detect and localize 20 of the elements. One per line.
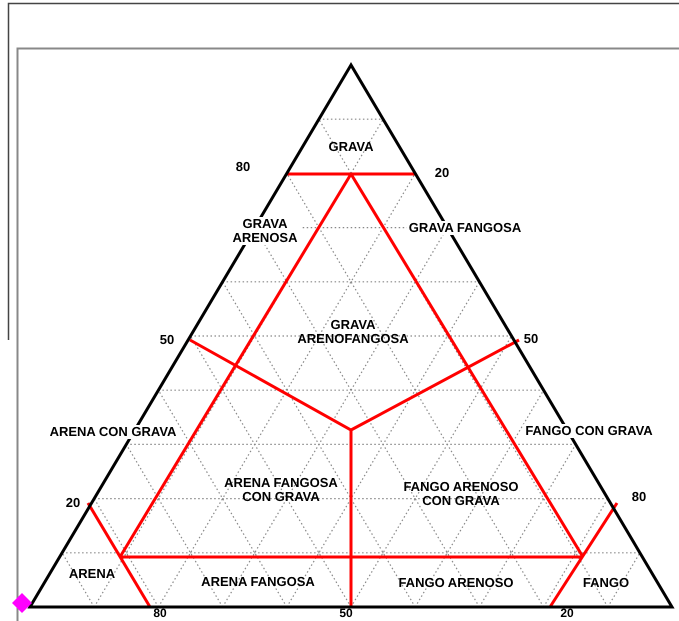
class-label: ARENA CON GRAVA <box>48 425 178 439</box>
class-label: FANGO ARENOSO <box>398 576 514 590</box>
class-label: FANGO ARENOSO CON GRAVA <box>402 480 520 508</box>
class-label: ARENA FANGOSA CON GRAVA <box>223 476 339 504</box>
axis-tick-label: 50 <box>160 333 174 347</box>
class-label: ARENA <box>68 567 116 581</box>
axis-tick-label: 20 <box>434 166 450 180</box>
axis-tick-label: 20 <box>66 496 80 510</box>
axis-tick-label: 80 <box>236 160 250 174</box>
axis-tick-label: 50 <box>339 607 353 619</box>
axis-tick-label: 50 <box>524 332 538 346</box>
class-label: FANGO CON GRAVA <box>523 424 655 438</box>
class-label: ARENA FANGOSA <box>201 575 315 589</box>
class-label: GRAVA FANGOSA <box>406 221 524 235</box>
class-label: GRAVA ARENOFANGOSA <box>296 318 410 346</box>
axis-tick-label: 20 <box>560 607 574 619</box>
class-label: GRAVA <box>328 140 374 154</box>
axis-tick-label: 80 <box>632 490 646 504</box>
class-label: FANGO <box>582 576 630 590</box>
axis-tick-label: 80 <box>153 607 167 619</box>
